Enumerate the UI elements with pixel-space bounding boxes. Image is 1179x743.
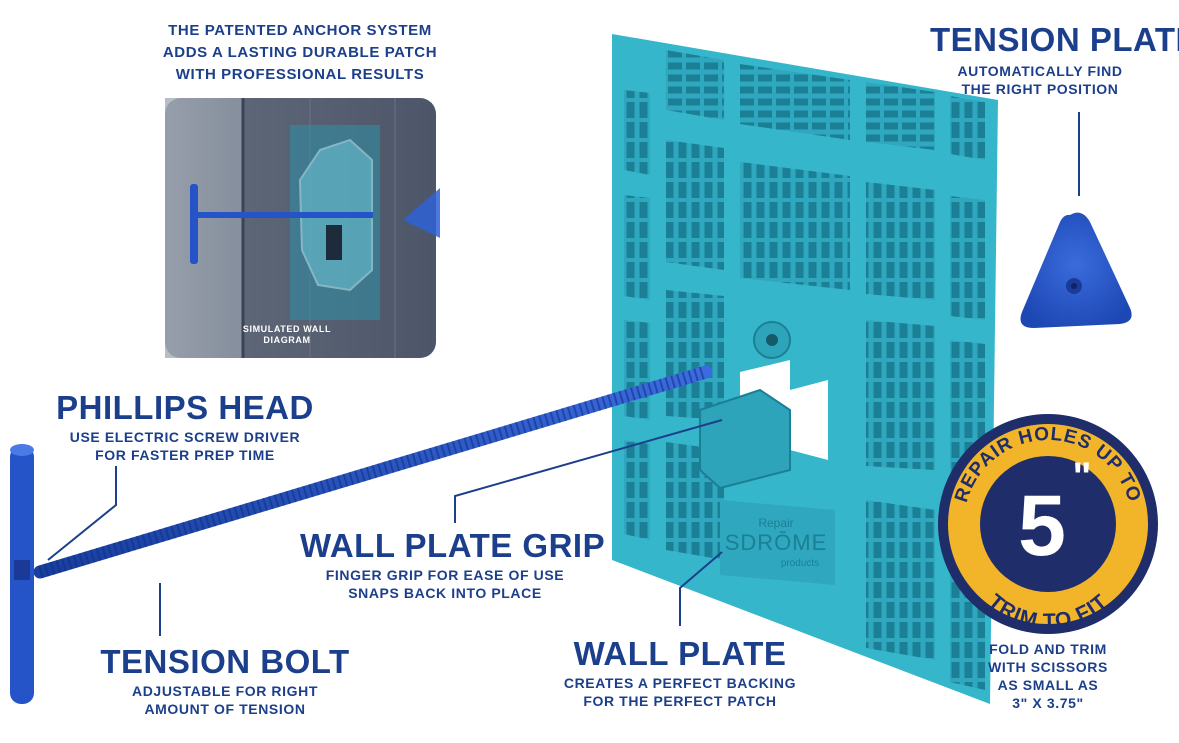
badge-arc-bottom: TRIM TO FIT: [984, 590, 1112, 633]
phillips-head-callout: [47, 466, 117, 561]
badge-number: 5: [1018, 478, 1066, 574]
fold-note-line: FOLD AND TRIM: [989, 641, 1107, 657]
phillips-head-label: PHILLIPS HEAD USE ELECTRIC SCREW DRIVER …: [40, 390, 330, 464]
wall-plate-graphic: [612, 34, 998, 704]
wall-plate-grip-desc-line: FINGER GRIP FOR EASE OF USE: [325, 567, 565, 583]
wall-plate-callout: [679, 551, 723, 626]
wall-plate-grip-label: WALL PLATE GRIP FINGER GRIP FOR EASE OF …: [300, 527, 606, 602]
tension-bolt-desc-line: AMOUNT OF TENSION: [144, 701, 306, 717]
tension-plate-desc-line: AUTOMATICALLY FIND: [957, 63, 1123, 79]
tension-plate-desc-line: THE RIGHT POSITION: [961, 81, 1119, 97]
tension-plate-label: TENSION PLATE AUTOMATICALLY FIND THE RIG…: [930, 21, 1179, 98]
inset-caption-line: ADDS A LASTING DURABLE PATCH: [162, 44, 438, 61]
inset-label: SIMULATED WALL DIAGRAM: [232, 324, 342, 346]
wall-plate-desc-line: FOR THE PERFECT PATCH: [583, 693, 777, 709]
badge-unit: ": [1073, 455, 1092, 499]
inset-label-line: SIMULATED WALL: [242, 324, 332, 334]
callout-lines: [47, 112, 1080, 636]
wall-plate-desc-line: CREATES A PERFECT BACKING: [563, 675, 797, 691]
tension-bolt-title: TENSION BOLT: [100, 643, 350, 680]
plate-brand-sub: products: [781, 558, 819, 569]
tension-bolt-desc-line: ADJUSTABLE FOR RIGHT: [132, 683, 318, 699]
inset-caption: THE PATENTED ANCHOR SYSTEM ADDS A LASTIN…: [160, 20, 440, 86]
wall-plate-grip-title: WALL PLATE GRIP: [300, 527, 606, 564]
wall-plate-grip-desc-line: SNAPS BACK INTO PLACE: [348, 585, 542, 601]
inset-caption-line: WITH PROFESSIONAL RESULTS: [175, 66, 425, 83]
tension-bolt-graphic: [10, 365, 713, 704]
tension-bolt-label: TENSION BOLT ADJUSTABLE FOR RIGHT AMOUNT…: [95, 644, 355, 718]
grip-callout: [454, 419, 723, 523]
tension-plate-graphic: [1020, 212, 1132, 328]
repair-badge: [938, 414, 1158, 634]
inset-caption-line: THE PATENTED ANCHOR SYSTEM: [168, 22, 432, 39]
plate-brand-top: Repair: [758, 516, 793, 530]
fold-note-line: AS SMALL AS: [997, 677, 1099, 693]
tension-plate-title: TENSION PLATE: [930, 21, 1179, 58]
wall-plate-label: WALL PLATE CREATES A PERFECT BACKING FOR…: [540, 636, 820, 710]
inset-label-line: DIAGRAM: [263, 335, 311, 345]
simulated-wall-inset: [165, 98, 440, 358]
fold-note: FOLD AND TRIM WITH SCISSORS AS SMALL AS …: [968, 640, 1128, 712]
plate-brand-name: SDRŌME: [725, 530, 828, 555]
fold-note-line: 3" X 3.75": [1012, 695, 1084, 711]
fold-note-line: WITH SCISSORS: [988, 659, 1108, 675]
phillips-head-desc-line: FOR FASTER PREP TIME: [95, 447, 275, 463]
wall-plate-title: WALL PLATE: [573, 635, 787, 672]
phillips-head-title: PHILLIPS HEAD: [56, 389, 314, 426]
phillips-head-desc-line: USE ELECTRIC SCREW DRIVER: [69, 429, 301, 445]
